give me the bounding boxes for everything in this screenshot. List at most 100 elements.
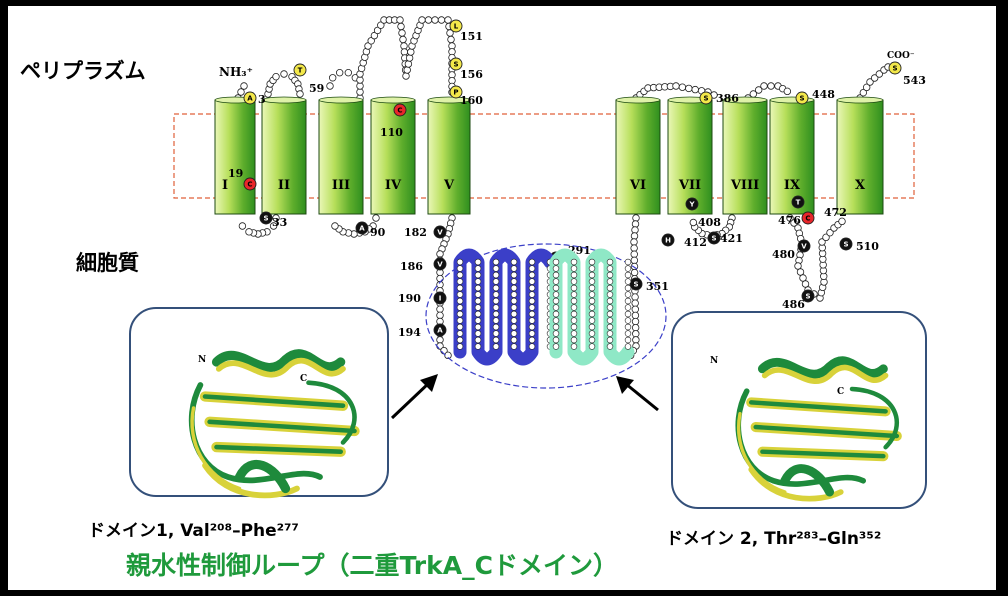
svg-text:V: V [437,261,443,269]
marked-residue: V [433,257,447,271]
domain2-loop [549,248,635,366]
svg-text:C: C [247,181,252,189]
svg-text:Y: Y [688,201,695,209]
helix-vii: VII [667,96,713,215]
residue-number: 33 [272,216,287,229]
helix-ii: II [261,96,307,215]
residue-number: 151 [460,30,483,43]
marked-residue: V [433,225,447,239]
domain2-n-label: N [710,356,718,366]
svg-text:V: V [801,243,807,251]
svg-text:S: S [703,95,708,103]
marked-residue: S [259,211,273,225]
residue-number: 160 [460,94,483,107]
loop-p2-long [356,16,456,102]
loop-c5 [786,214,846,302]
svg-text:C: C [397,107,402,115]
helix-i: I [214,96,256,215]
marked-residue: H [661,233,675,247]
domain1-ribbon-structure [188,349,360,499]
marked-residue: S [888,61,902,75]
residue-number: 386 [716,92,739,105]
residue-number: 480 [772,248,795,261]
marked-residue: S [839,237,853,251]
helix-label: VII [678,178,701,193]
helix-x: X [836,96,884,215]
svg-text:T: T [796,199,801,207]
helix-v: V [427,96,471,215]
residue-number: 156 [460,68,483,81]
residue-number: 421 [720,232,743,245]
residue-number: 472 [824,206,847,219]
marked-residue: A [355,221,369,235]
svg-text:L: L [454,23,459,31]
residue-number: 90 [370,226,386,239]
residue-number: 194 [398,326,421,339]
marked-residue: Y [685,197,699,211]
marked-residue: T [293,63,307,77]
residue-number-labels: 3193359901101511561601821861901942913513… [228,30,926,339]
helix-iv: IV [370,96,416,215]
regulatory-loop-ellipse [425,243,667,389]
figure-title: 親水性制御ループ（二重TrkA_Cドメイン） [126,551,618,580]
helix-label: V [443,178,455,193]
marked-residue: L [449,19,463,33]
helix-viii: VIII [722,96,768,215]
arrow-to-domain1 [390,374,438,420]
helix-label: VI [629,178,646,193]
loop-p2-left [326,68,360,90]
svg-text:A: A [247,95,253,103]
c-terminus-label: COO⁻ [887,51,915,61]
n-terminus-label: NH₃⁺ [219,65,253,79]
helix-label: VIII [730,178,759,193]
helix-ix: IX [769,96,815,215]
loop-p1 [264,70,304,98]
residue-number: 186 [400,260,423,273]
marked-residue: S [699,91,713,105]
loop-c-term [856,63,892,102]
residue-number: 182 [404,226,427,239]
domain1-n-label: N [198,355,206,365]
residue-number: 412 [684,236,707,249]
residue-number: 543 [903,74,926,87]
domain2-caption: ドメイン 2, Thr²⁸³–Gln³⁵² [666,529,881,549]
marked-residue: V [797,239,811,253]
svg-text:C: C [805,215,810,223]
residue-number: 510 [856,240,879,253]
domain2-c-label: C [837,387,844,397]
helix-label: IV [385,178,402,193]
svg-text:S: S [843,241,848,249]
svg-text:S: S [892,65,897,73]
svg-text:T: T [298,67,303,75]
residue-number: 19 [228,167,243,180]
domain2-ribbon-structure [735,356,902,502]
domain1-c-label: C [300,374,307,384]
residue-number: 59 [309,82,324,95]
helix-iii: III [318,96,364,215]
marked-residue: S [707,231,721,245]
svg-text:S: S [711,235,716,243]
domain1-caption: ドメイン1, Val²⁰⁸–Phe²⁷⁷ [88,521,299,541]
marked-residue: S [449,57,463,71]
svg-text:S: S [805,293,810,301]
marked-residue: I [433,291,447,305]
domain1-loop [453,248,557,366]
residue-number: 351 [646,280,669,293]
marked-residue: S [801,289,815,303]
residue-number: 476 [778,214,801,227]
helix-label: II [278,178,290,193]
residue-number: 3 [258,93,266,106]
marked-residue: C [243,177,257,191]
residue-number: 486 [782,298,805,311]
helix-label: X [855,178,866,193]
helix-label: IX [784,178,801,193]
cytoplasm-label: 細胞質 [76,251,139,275]
marked-residue: P [449,85,463,99]
marked-residue: S [629,277,643,291]
trka-c-domain-loops [453,248,635,366]
